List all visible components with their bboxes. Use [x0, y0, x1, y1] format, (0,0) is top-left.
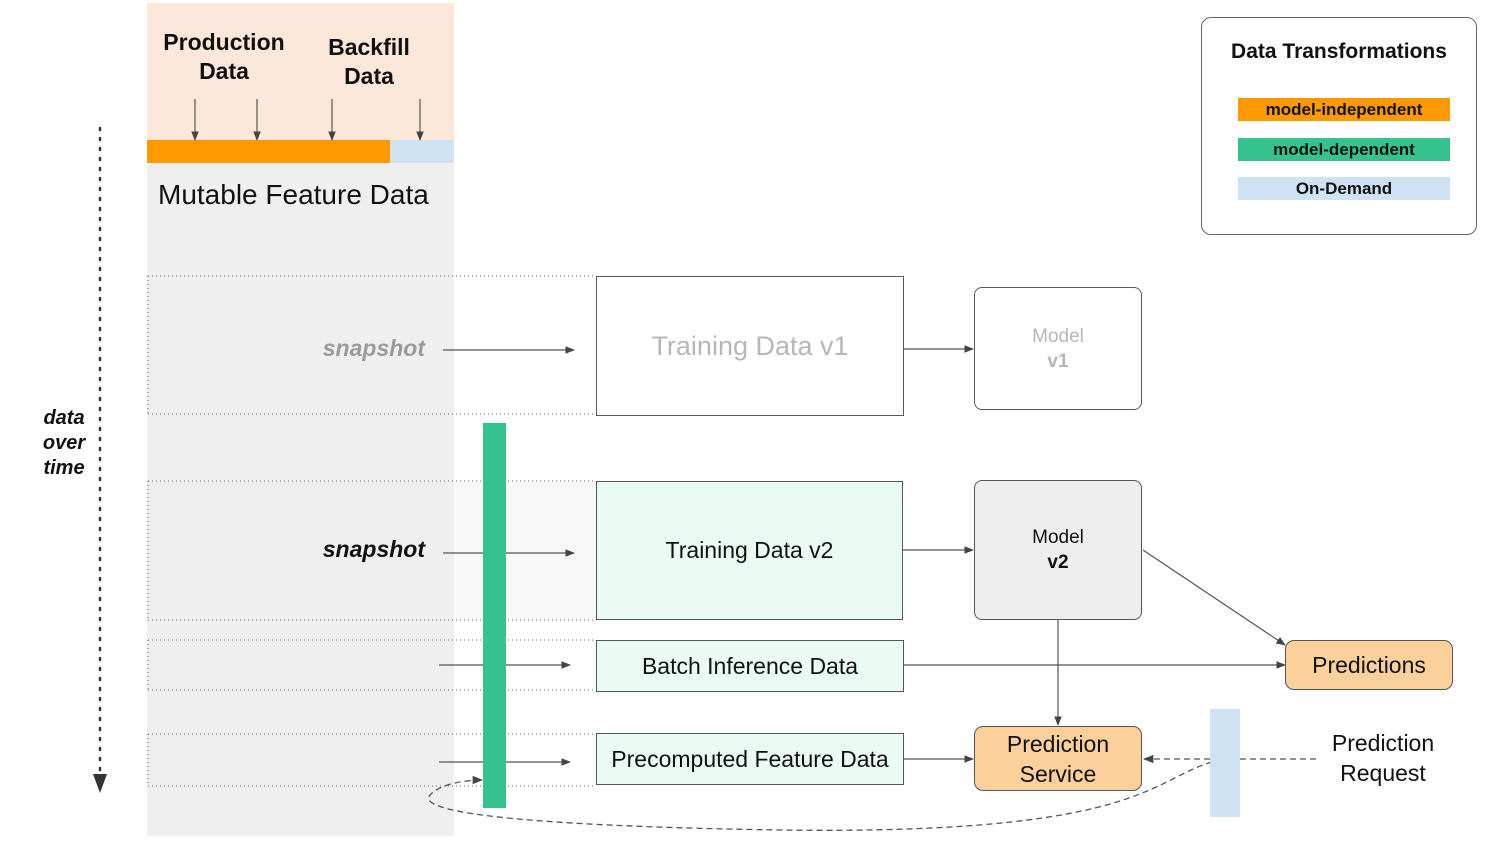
- precomputed-feature-data-box: Precomputed Feature Data: [596, 733, 904, 785]
- prediction-service-label: Prediction Service: [1006, 730, 1110, 787]
- prediction-service-box: Prediction Service: [974, 726, 1142, 791]
- source-input-arrows: [191, 99, 424, 141]
- production-data-label: Production Data: [163, 29, 285, 84]
- snapshot-v2-label: snapshot: [322, 536, 425, 562]
- legend-label-model-independent: model-independent: [1265, 99, 1423, 119]
- on-demand-bar: [390, 140, 454, 163]
- model-v1-version: v1: [1047, 350, 1069, 372]
- model-v1-box: Model v1: [974, 287, 1142, 410]
- predictions-label: Predictions: [1312, 651, 1426, 678]
- snapshot-v1-label: snapshot: [322, 335, 425, 361]
- prediction-request-label: Prediction Request: [1331, 730, 1435, 786]
- predictions-box: Predictions: [1285, 640, 1453, 690]
- training-data-v2-label: Training Data v2: [665, 537, 834, 563]
- legend-item-model-independent: model-independent: [1238, 98, 1450, 121]
- mutable-feature-data-column: [147, 163, 454, 836]
- source-data-area: [147, 3, 454, 140]
- legend-item-on-demand: On-Demand: [1238, 177, 1450, 200]
- model-independent-bar: [147, 140, 390, 163]
- mutable-feature-data-title: Mutable Feature Data: [158, 179, 429, 210]
- batch-inference-data-label: Batch Inference Data: [641, 652, 859, 679]
- model-v2-name: Model: [1032, 527, 1084, 548]
- legend-label-model-dependent: model-dependent: [1273, 139, 1415, 159]
- backfill-data-label: Backfill Data: [328, 34, 410, 89]
- training-data-v1-label: Training Data v1: [651, 330, 849, 361]
- time-axis-label: data over time: [42, 407, 86, 479]
- precomputed-feature-data-label: Precomputed Feature Data: [611, 745, 889, 772]
- training-data-v2-box: Training Data v2: [596, 481, 903, 620]
- model-v1-name: Model: [1032, 325, 1084, 347]
- legend-label-on-demand: On-Demand: [1295, 178, 1393, 198]
- on-demand-request-bar: [1210, 709, 1240, 817]
- arrow-model-v2-to-predictions: [1142, 549, 1286, 646]
- legend-item-model-dependent: model-dependent: [1238, 138, 1450, 161]
- legend-title: Data Transformations: [1231, 40, 1447, 63]
- batch-inference-data-box: Batch Inference Data: [596, 640, 904, 692]
- legend-panel: Data Transformations model-independent m…: [1201, 17, 1477, 235]
- model-dependent-bar: [483, 423, 506, 808]
- model-v2-version: v2: [1047, 552, 1069, 573]
- training-data-v1-box: Training Data v1: [596, 276, 904, 416]
- model-v2-box: Model v2: [974, 480, 1142, 620]
- dashed-on-demand-loop: [428, 761, 1213, 831]
- time-axis-arrowhead: [93, 774, 107, 793]
- dotted-separators: [147, 275, 596, 787]
